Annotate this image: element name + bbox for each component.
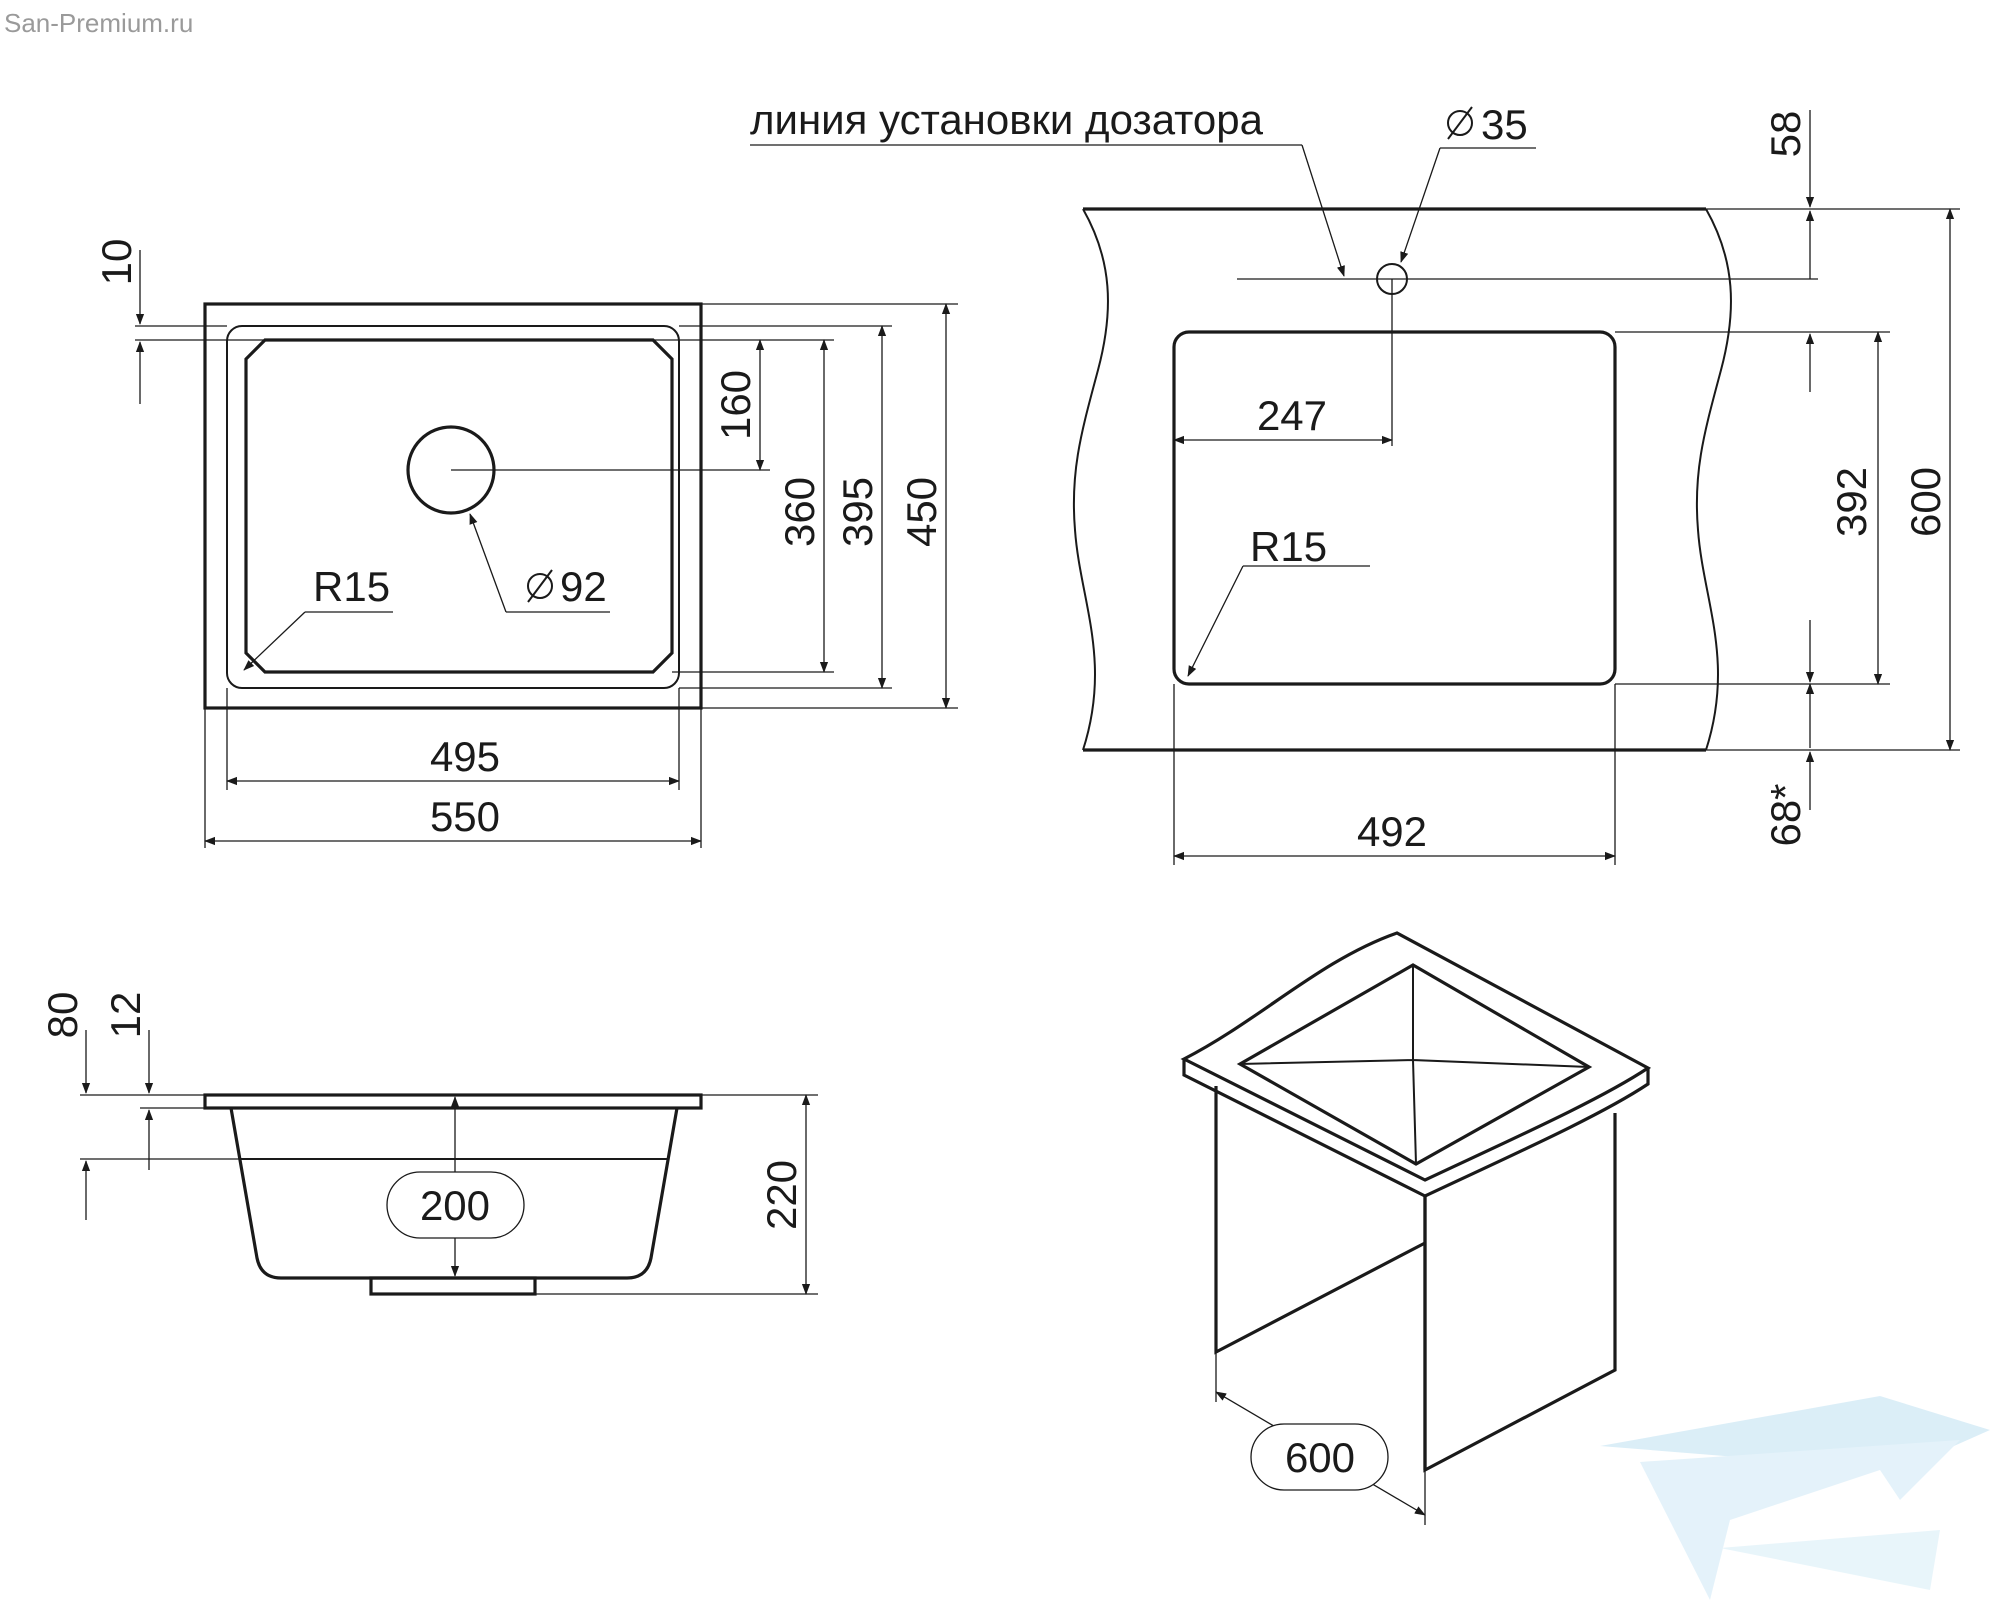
top-view: 10 160 360 395 450 495 550 R15: [93, 239, 958, 848]
dim-label-392: 392: [1828, 467, 1875, 537]
radius-leader-line: [243, 611, 306, 671]
dim-label-10: 10: [93, 239, 140, 286]
break-line-left: [1072, 208, 1109, 751]
dim-label-450: 450: [898, 477, 945, 547]
dim-label-12: 12: [102, 992, 149, 1039]
logo-shape: [1640, 1440, 1960, 1600]
dim-label-492: 492: [1357, 808, 1427, 855]
cabinet-view: 600: [1180, 931, 1652, 1525]
dispenser-line-label: линия установки дозатора: [750, 96, 1264, 143]
drain-outlet: [369, 1276, 537, 1296]
hole-leader-line: [1400, 147, 1441, 263]
sink-side-rim: [203, 1093, 703, 1110]
cabinet-countertop-thickness: [1182, 1059, 1650, 1198]
drain-leader-line: [469, 513, 507, 613]
drain-diameter-label: 92: [560, 563, 607, 610]
sink-bowl-outline: [244, 338, 674, 674]
break-line-right: [1695, 208, 1732, 751]
radius-leader-line: [1187, 565, 1244, 677]
sink-rim-inner-edge: [226, 325, 680, 689]
dispenser-leader-line: [1301, 144, 1345, 277]
cabinet-sink-inner-walls: [1239, 965, 1590, 1165]
dim-label-247: 247: [1257, 392, 1327, 439]
watermark-text: San-Premium.ru: [4, 8, 193, 38]
dim-label-360: 360: [776, 477, 823, 547]
dim-label-80: 80: [39, 992, 86, 1039]
dim-label-495: 495: [430, 733, 500, 780]
radius-label: R15: [1250, 523, 1327, 570]
dim-label-box-200: [386, 1171, 525, 1239]
dim-label-220: 220: [758, 1160, 805, 1230]
sink-outer-rim: [203, 302, 703, 710]
dim-label-550: 550: [430, 793, 500, 840]
cutout-view: линия установки дозатора 35 58 392 600 6: [750, 96, 1960, 865]
watermark-logo: [1600, 1396, 1990, 1600]
diameter-icon: [1447, 106, 1473, 140]
logo-shape: [1720, 1530, 1940, 1590]
dim-label-600: 600: [1902, 467, 1949, 537]
dim-label-600: 600: [1285, 1434, 1355, 1481]
diameter-icon: [527, 569, 553, 603]
dim-label-160: 160: [712, 370, 759, 440]
dim-label-200: 200: [420, 1182, 490, 1229]
side-view: 80 12 200 220: [39, 992, 818, 1296]
hole-diameter-label: 35: [1481, 101, 1528, 148]
sink-cutout: [1172, 330, 1617, 686]
dim-label-395: 395: [834, 477, 881, 547]
dim-label-box-600: [1250, 1423, 1389, 1491]
dim-label-58: 58: [1762, 111, 1809, 158]
dim-label-68: 68*: [1762, 783, 1809, 846]
radius-label: R15: [313, 563, 390, 610]
